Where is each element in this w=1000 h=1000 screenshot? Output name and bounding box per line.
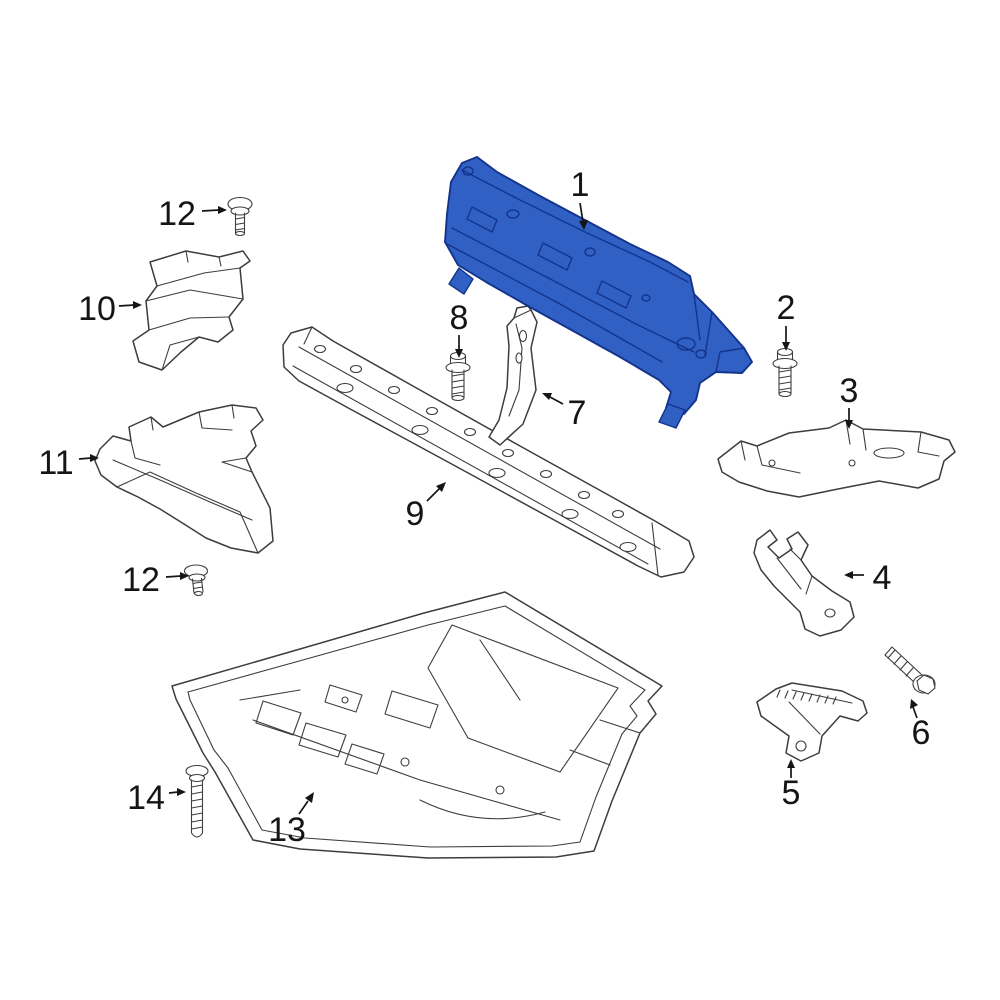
callout-14-label: 14	[127, 779, 165, 817]
callout-13: 13	[268, 792, 314, 849]
callout-7: 7	[542, 393, 586, 432]
callout-11: 11	[38, 444, 99, 482]
part-7-bracket	[488, 305, 538, 446]
callout-5-label: 5	[782, 774, 801, 812]
callout-8: 8	[450, 299, 469, 358]
callout-12-upper-arrow	[201, 209, 220, 212]
part-4-bracket	[753, 529, 855, 637]
callout-2: 2	[777, 289, 796, 351]
callout-12-lower-arrow	[165, 575, 182, 578]
part-8-bolt	[445, 351, 471, 402]
part-11-shield-bracket	[94, 404, 274, 554]
callout-4-label: 4	[873, 559, 892, 597]
callout-1: 1	[571, 166, 590, 230]
callout-11-label: 11	[38, 444, 73, 482]
callout-10-label: 10	[78, 290, 116, 328]
callout-1-label: 1	[571, 166, 590, 204]
callout-9-label: 9	[406, 495, 425, 533]
callout-9-arrow	[426, 487, 441, 502]
part-12-screw-lower	[183, 564, 209, 597]
callout-3-label: 3	[840, 372, 859, 410]
callout-1-arrow	[579, 202, 584, 223]
callout-12-upper-label: 12	[158, 195, 196, 233]
callout-12-upper: 12	[158, 195, 227, 233]
part-2-bolt	[772, 347, 798, 398]
callout-9: 9	[406, 482, 446, 533]
callout-10: 10	[78, 290, 142, 328]
callout-2-label: 2	[777, 289, 796, 327]
part-13-under-cover	[171, 591, 663, 859]
callout-8-label: 8	[450, 299, 469, 337]
callout-5: 5	[782, 759, 801, 812]
callout-13-arrow	[298, 800, 309, 815]
part-10-shield-bracket	[132, 250, 251, 371]
part-14-bolt	[185, 764, 209, 838]
part-5-bracket	[756, 682, 868, 762]
callout-6: 6	[910, 699, 930, 752]
callout-3: 3	[840, 372, 859, 429]
callout-7-label: 7	[568, 394, 587, 432]
callout-13-label: 13	[268, 811, 306, 849]
callout-12-lower-label: 12	[122, 561, 160, 599]
callout-14: 14	[127, 779, 186, 817]
callout-6-label: 6	[912, 714, 931, 752]
callout-6-arrow	[912, 706, 918, 719]
callout-11-arrow	[78, 457, 92, 460]
part-9-crossmember	[282, 326, 695, 578]
callout-10-arrow	[118, 304, 135, 307]
part-6-bolt	[884, 646, 936, 695]
callout-12-lower: 12	[122, 561, 189, 599]
part-12-bolt-upper	[227, 196, 253, 237]
part-1-radiator-support-panel	[444, 156, 753, 429]
callout-14-arrow	[168, 791, 179, 794]
part-3-bracket	[717, 419, 956, 498]
callout-4: 4	[844, 559, 891, 597]
callout-7-arrow	[549, 396, 564, 405]
